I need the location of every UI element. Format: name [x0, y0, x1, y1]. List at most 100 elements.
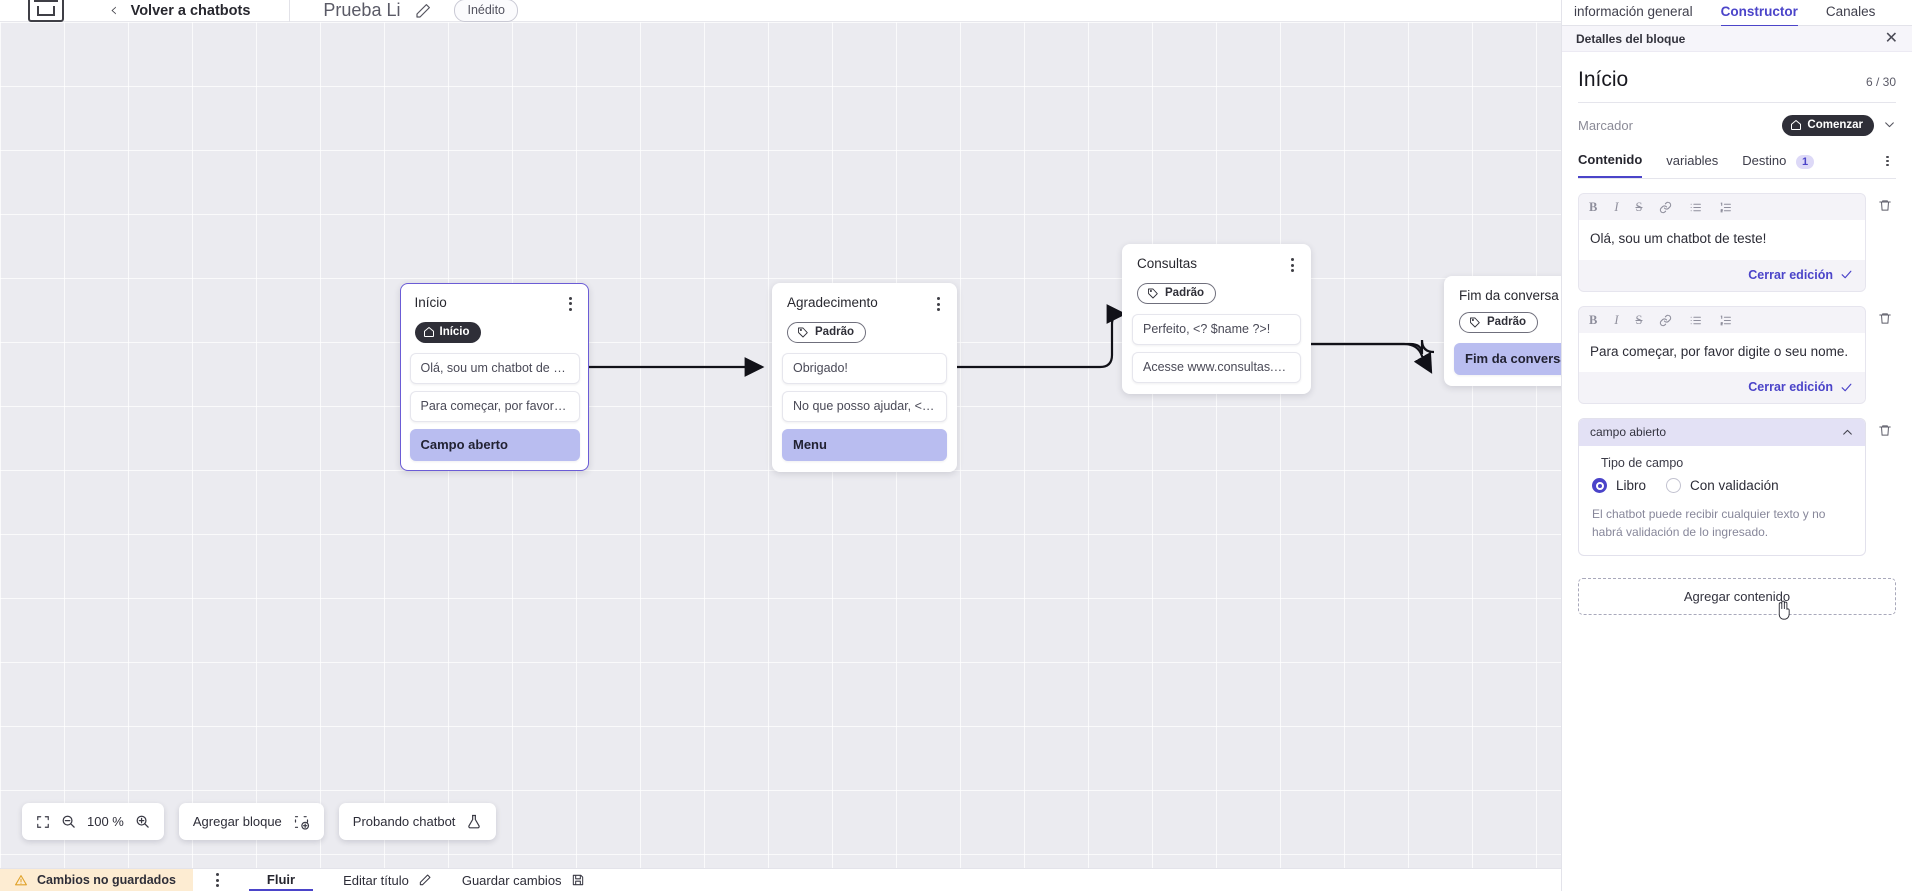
save-changes-label: Guardar cambios: [461, 872, 562, 888]
chevron-down-icon[interactable]: [1883, 118, 1896, 134]
flow-node-consultas[interactable]: Consultas Padrão Perfeito, <? $name ?>! …: [1122, 244, 1311, 394]
add-block-button[interactable]: Agregar bloque: [178, 803, 324, 840]
node-row[interactable]: Para começar, por favor digite o ...: [409, 390, 580, 422]
node-tag-label: Início: [439, 325, 470, 338]
field-help-text: El chatbot puede recibir cualquier texto…: [1592, 507, 1826, 540]
bottom-tab-fluir-label: Fluir: [266, 871, 296, 887]
flow-node-fim-da-conversa[interactable]: Fim da conversa Padrão Fim da conversa: [1444, 276, 1561, 386]
fit-screen-icon[interactable]: [36, 815, 50, 829]
radio-libro[interactable]: Libro: [1592, 478, 1646, 494]
node-tag: Padrão: [1459, 312, 1538, 333]
trash-icon[interactable]: [1874, 193, 1896, 213]
numbered-list-icon[interactable]: [1719, 201, 1732, 214]
tab-destino[interactable]: Destino 1: [1742, 152, 1815, 178]
rich-text-editor[interactable]: B I S Olá, sou um chatbot de teste! Cer: [1578, 193, 1866, 292]
kebab-menu-icon[interactable]: [1882, 156, 1896, 174]
zoom-in-icon[interactable]: [135, 814, 150, 829]
kebab-menu-icon[interactable]: [1287, 256, 1301, 274]
node-rows: Fim da conversa: [1454, 343, 1561, 375]
format-toolbar: B I S: [1579, 194, 1865, 220]
save-icon: [571, 873, 585, 887]
italic-icon[interactable]: I: [1614, 200, 1619, 214]
radio-con-validacion-label: Con validación: [1690, 478, 1779, 494]
node-header: Consultas: [1132, 256, 1301, 274]
close-edit-action-1[interactable]: Cerrar edición: [1579, 259, 1865, 291]
node-row[interactable]: Menu: [782, 429, 947, 461]
editor-text-1[interactable]: Olá, sou um chatbot de teste!: [1579, 220, 1865, 260]
chevron-up-icon[interactable]: [1841, 426, 1854, 439]
node-tag: Início: [414, 321, 481, 343]
tab-contenido[interactable]: Contenido: [1578, 152, 1643, 178]
panel-top-tabs: información general Constructor Canales: [1562, 0, 1912, 27]
kebab-menu-icon[interactable]: [566, 295, 580, 313]
close-icon[interactable]: ✕: [1884, 29, 1898, 47]
field-header[interactable]: campo abierto: [1579, 419, 1865, 447]
node-row[interactable]: Olá, sou um chatbot de teste!: [409, 352, 580, 384]
link-icon[interactable]: [1659, 201, 1672, 214]
chevron-left-icon[interactable]: ‹: [110, 0, 118, 21]
tab-destino-label: Destino: [1742, 152, 1787, 168]
flask-icon: [466, 813, 482, 830]
node-title: Início: [414, 294, 447, 310]
add-block-label: Agregar bloque: [192, 814, 282, 829]
close-edit-action-2[interactable]: Cerrar edición: [1579, 372, 1865, 404]
test-chatbot-button[interactable]: Probando chatbot: [338, 803, 497, 840]
italic-icon[interactable]: I: [1614, 312, 1619, 327]
format-toolbar: B I S: [1579, 306, 1865, 333]
bullet-list-icon[interactable]: [1689, 314, 1702, 327]
home-icon: [423, 326, 435, 338]
editor-text-2[interactable]: Para começar, por favor digite o seu nom…: [1579, 332, 1865, 373]
kebab-menu-icon[interactable]: [933, 295, 947, 313]
back-to-chatbots-link[interactable]: Volver a chatbots: [130, 2, 251, 19]
zoom-out-icon[interactable]: [61, 814, 76, 829]
add-content-button[interactable]: Agregar contenido: [1578, 578, 1896, 620]
radio-dot-selected: [1592, 478, 1607, 494]
flow-node-inicio[interactable]: Início Início Olá, sou um chatbot de tes…: [400, 283, 589, 471]
bottom-tab-fluir[interactable]: Fluir: [248, 869, 314, 891]
trash-icon[interactable]: [1874, 418, 1896, 438]
edit-title-button[interactable]: Editar título: [343, 869, 432, 891]
strikethrough-icon[interactable]: S: [1635, 200, 1643, 214]
node-tag-label: Padrão: [1165, 287, 1204, 299]
block-details-title: Detalles del bloque: [1576, 31, 1686, 46]
field-type-label: Tipo de campo: [1601, 456, 1684, 471]
node-row[interactable]: No que posso ajudar, <? $name ...: [782, 391, 947, 422]
marker-control[interactable]: Comenzar: [1782, 115, 1896, 136]
flow-node-agradecimento[interactable]: Agradecimento Padrão Obrigado! No que po…: [772, 283, 957, 472]
header-divider: [289, 0, 291, 40]
tag-icon: [797, 326, 809, 338]
radio-con-validacion[interactable]: Con validación: [1666, 478, 1779, 494]
tab-constructor[interactable]: Constructor: [1720, 4, 1798, 27]
tab-informacion-general[interactable]: información general: [1574, 4, 1693, 19]
unsaved-changes-status: Cambios no guardados: [0, 869, 193, 891]
node-row[interactable]: Acesse www.consultas.com par...: [1132, 352, 1301, 383]
right-panel: información general Constructor Canales …: [1561, 0, 1912, 891]
field-card: campo abierto Tipo de campo Libro: [1578, 418, 1866, 557]
tab-variables[interactable]: variables: [1666, 153, 1718, 177]
kebab-menu-icon[interactable]: [213, 871, 227, 889]
bullet-list-icon[interactable]: [1689, 201, 1702, 214]
flow-canvas[interactable]: Início Início Olá, sou um chatbot de tes…: [0, 22, 1561, 868]
node-tag-label: Padrão: [1487, 316, 1526, 328]
rich-text-editor[interactable]: B I S Para começar, por favor digite o s…: [1578, 305, 1866, 405]
bold-icon[interactable]: B: [1589, 312, 1598, 327]
numbered-list-icon[interactable]: [1719, 314, 1732, 327]
tab-canales[interactable]: Canales: [1825, 4, 1876, 19]
zoom-level: 100 %: [87, 814, 124, 829]
node-row[interactable]: Campo aberto: [409, 428, 580, 461]
pencil-icon[interactable]: [414, 2, 432, 20]
link-icon[interactable]: [1659, 314, 1672, 327]
flow-connectors: [589, 304, 1435, 377]
trash-icon[interactable]: [1874, 306, 1896, 326]
bottom-bar: Cambios no guardados Fluir Editar título…: [0, 868, 1561, 891]
company-logo-icon: [28, 0, 64, 22]
node-row[interactable]: Obrigado!: [782, 353, 947, 384]
node-row[interactable]: Fim da conversa: [1454, 343, 1561, 375]
marker-badge[interactable]: Comenzar: [1782, 115, 1874, 136]
bold-icon[interactable]: B: [1589, 200, 1598, 214]
block-details-header: Detalles del bloque ✕: [1562, 26, 1912, 52]
strikethrough-icon[interactable]: S: [1635, 312, 1643, 327]
status-badge: Inédito: [454, 0, 518, 22]
node-row[interactable]: Perfeito, <? $name ?>!: [1132, 314, 1301, 345]
save-changes-button[interactable]: Guardar cambios: [462, 869, 585, 891]
